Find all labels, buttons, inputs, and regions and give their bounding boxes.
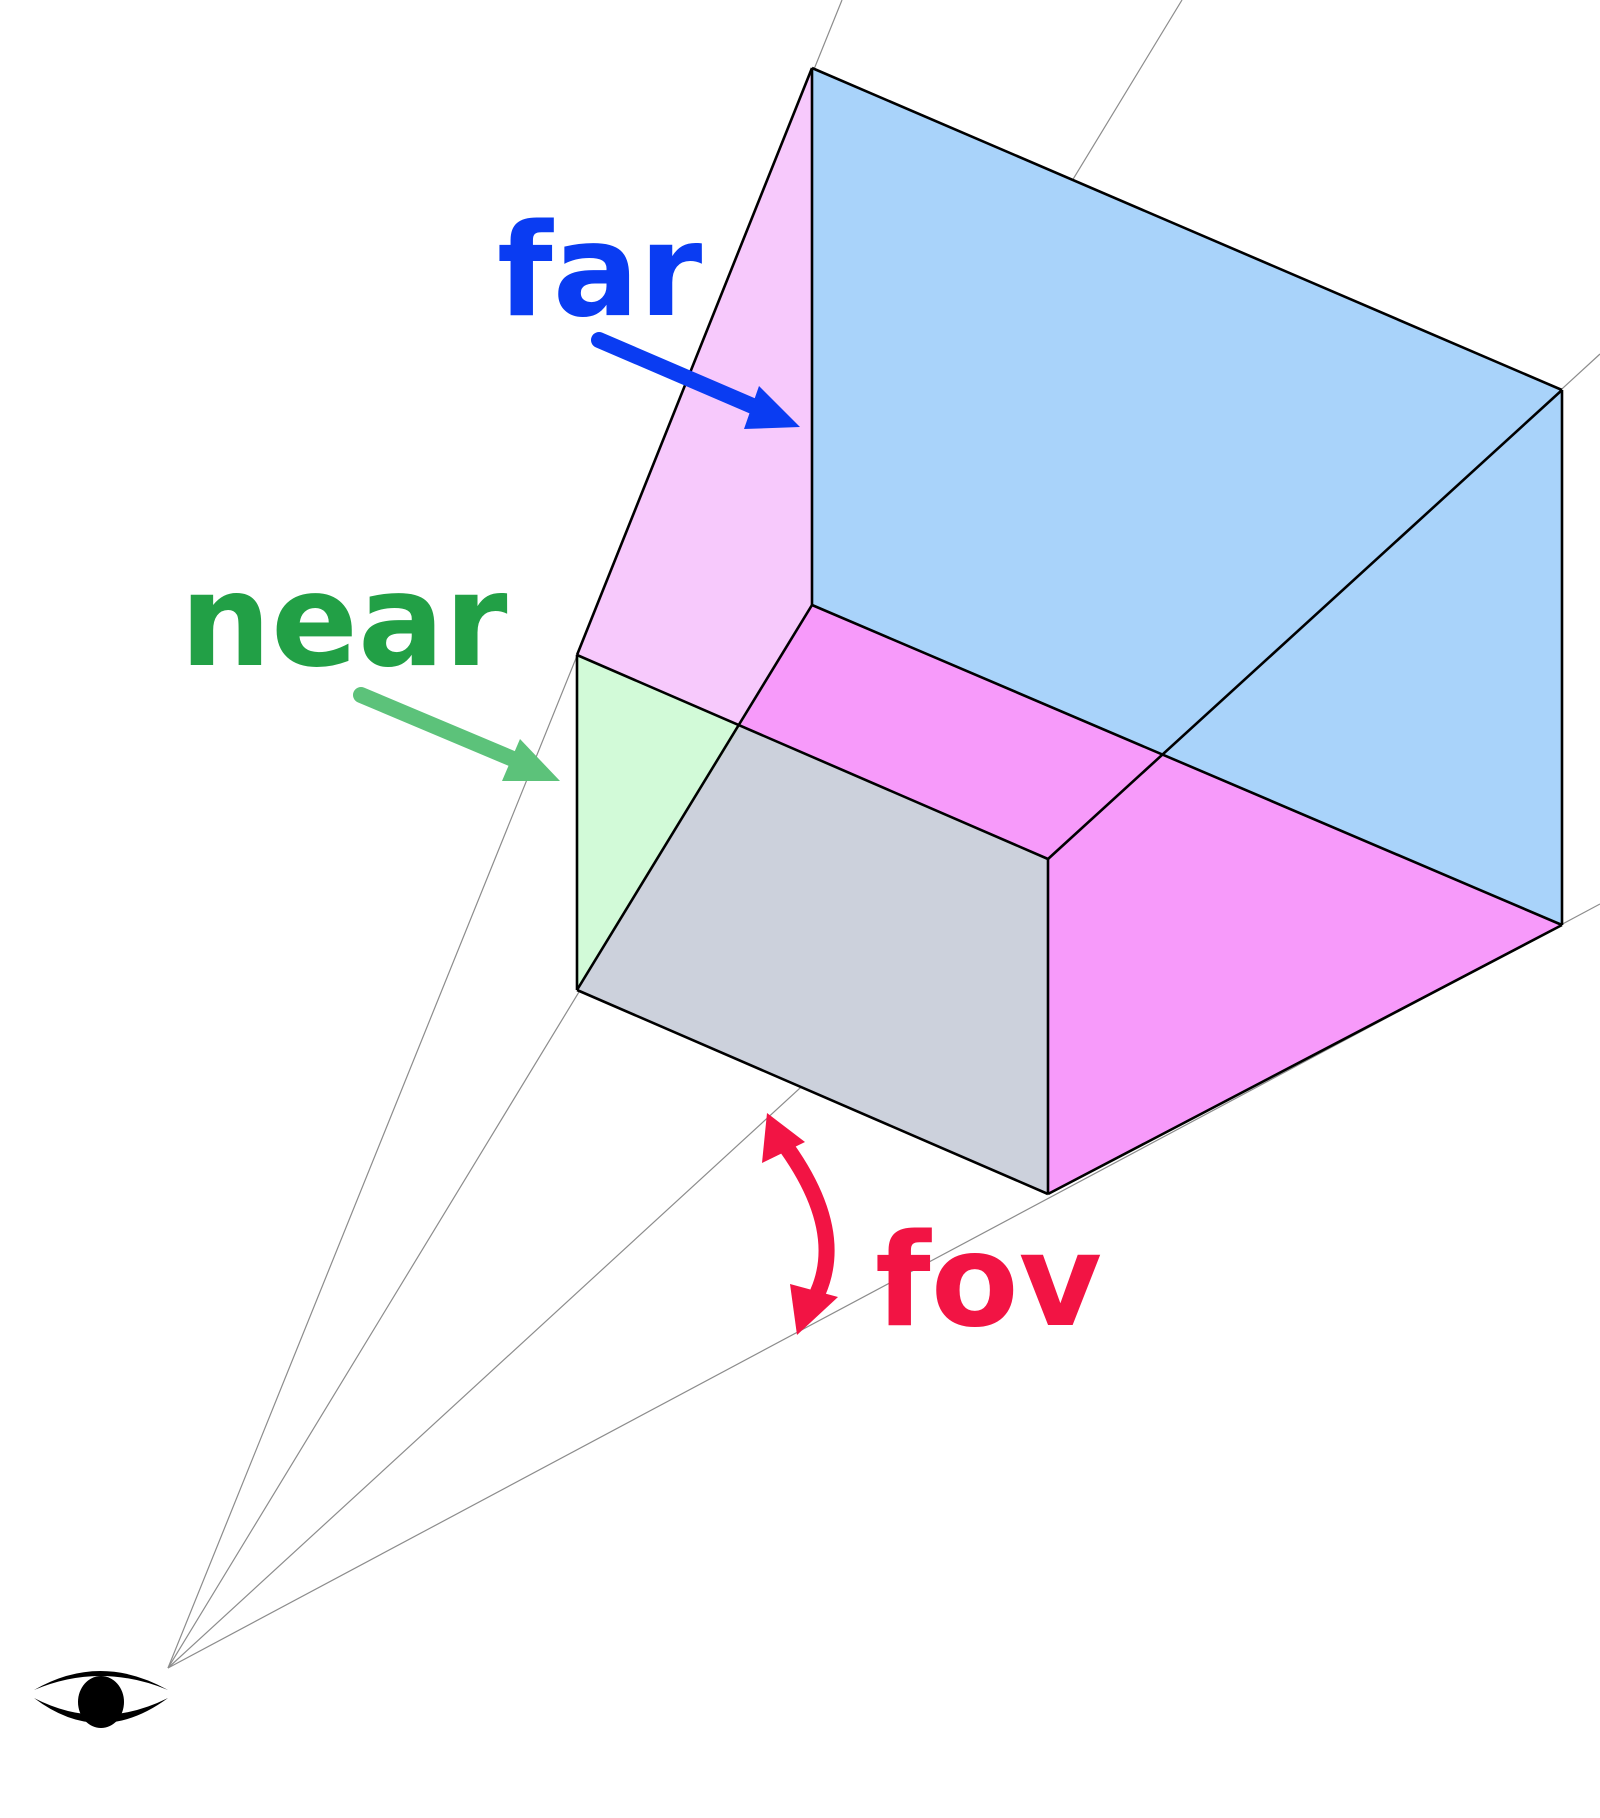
far-plane [812, 68, 1562, 925]
near-plane [577, 725, 1048, 1194]
edge [811, 66, 1563, 392]
frustum-left-face-upper [577, 68, 812, 725]
far-arrow [591, 332, 800, 429]
fov-arrow-arc [779, 1140, 835, 1300]
fov-arrow-head-bottom [790, 1284, 838, 1335]
eye-upper-lid [34, 1671, 168, 1690]
far-arrow-head [744, 386, 800, 429]
fov-arrow-head-top [762, 1113, 805, 1163]
edge [811, 603, 1563, 927]
near-left-face [577, 655, 741, 990]
edge [575, 67, 814, 656]
edge [576, 988, 1049, 1196]
fov-label: fov [875, 1207, 1102, 1356]
eye-pupil [78, 1676, 124, 1728]
frustum-bottom-face [741, 605, 1562, 1194]
edge [1047, 389, 1563, 860]
frustum [577, 68, 1562, 1194]
fov-arrow [762, 1113, 838, 1335]
near-arrow [353, 687, 560, 781]
edge [575, 604, 814, 991]
eye-icon [34, 1671, 168, 1728]
edge [1047, 923, 1563, 1196]
near-label: near [180, 547, 507, 696]
far-arrow-shaft [591, 332, 770, 418]
near-arrow-shaft [353, 687, 528, 770]
eye-lower-lid [34, 1698, 168, 1723]
frustum-edges [575, 66, 1564, 1196]
edge [576, 653, 1049, 861]
far-label: far [497, 197, 702, 346]
near-arrow-head [502, 739, 560, 781]
